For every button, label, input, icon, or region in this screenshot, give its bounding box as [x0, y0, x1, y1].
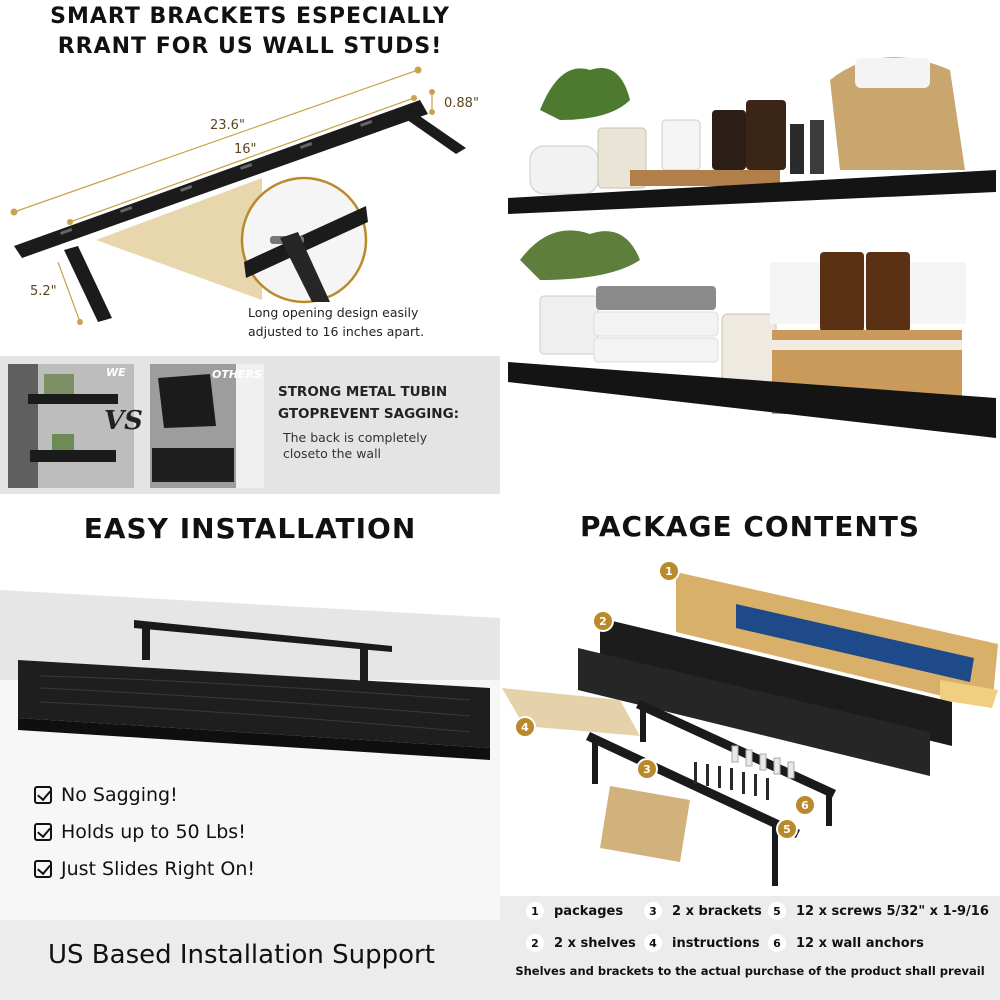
support-banner: US Based Installation Support — [0, 920, 500, 1000]
legend-number: 6 — [768, 934, 786, 952]
legend-item-shelves: 2 2 x shelves — [526, 934, 636, 952]
bracket-title-line1: SMART BRACKETS ESPECIALLY — [50, 4, 450, 29]
strong-line2: GTOPREVENT SAGGING: — [278, 406, 460, 422]
feature-holds-50: Holds up to 50 Lbs! — [34, 821, 246, 843]
back-line1: The back is completely — [283, 430, 428, 445]
feature-text: No Sagging! — [61, 784, 178, 806]
strong-line1: STRONG METAL TUBIN — [278, 384, 448, 400]
feature-text: Holds up to 50 Lbs! — [61, 821, 246, 843]
bracket-title-line2: RRANT FOR US WALL STUDS! — [57, 34, 443, 59]
support-text: US Based Installation Support — [48, 940, 435, 970]
back-description: The back is completely closeto the wall — [283, 430, 427, 462]
legend-item-packages: 1 packages — [526, 902, 623, 920]
comparison-panel: WE OTHERS VS — [0, 356, 500, 494]
dim-total-length: 23.6" — [210, 118, 245, 133]
slot-caption-line2: adjusted to 16 inches apart. — [248, 324, 425, 339]
legend-item-anchors: 6 12 x wall anchors — [768, 934, 924, 952]
installation-panel: EASY INSTALLATION No Sagging! Holds up t… — [0, 500, 500, 1000]
legend-text: 12 x screws 5/32" x 1-9/16 — [796, 903, 989, 919]
contents-legend: 1 packages 3 2 x brackets 5 12 x screws … — [500, 896, 1000, 1000]
comparison-photos — [8, 364, 264, 488]
package-illustration — [502, 572, 998, 886]
lifestyle-photo — [500, 0, 1000, 500]
disclaimer-note: Shelves and brackets to the actual purch… — [515, 964, 985, 978]
legend-item-screws: 5 12 x screws 5/32" x 1-9/16 — [768, 902, 989, 920]
checkbox-icon — [34, 786, 52, 804]
legend-text: 12 x wall anchors — [796, 935, 924, 951]
badge-4: 4 — [514, 716, 536, 738]
feature-text: Just Slides Right On! — [61, 858, 256, 880]
slot-caption-line1: Long opening design easily — [248, 305, 419, 320]
bracket-diagram — [10, 66, 466, 325]
badge-2: 2 — [592, 610, 614, 632]
dim-thickness: 0.88" — [444, 96, 479, 111]
dim-depth: 5.2" — [30, 284, 57, 299]
slot-caption: Long opening design easily adjusted to 1… — [248, 303, 424, 341]
shelves-photo-illustration — [508, 57, 996, 438]
legend-text: 2 x shelves — [554, 935, 636, 951]
vs-label: VS — [104, 406, 143, 436]
feature-slides-on: Just Slides Right On! — [34, 858, 255, 880]
strong-tubing-heading: STRONG METAL TUBIN GTOPREVENT SAGGING: — [278, 381, 459, 425]
badge-1: 1 — [658, 560, 680, 582]
legend-item-brackets: 3 2 x brackets — [644, 902, 762, 920]
legend-item-instructions: 4 instructions — [644, 934, 760, 952]
others-label: OTHERS — [212, 368, 262, 381]
legend-number: 2 — [526, 934, 544, 952]
package-contents-panel: PACKAGE CONTENTS 1 2 3 — [500, 500, 1000, 1000]
checkbox-icon — [34, 860, 52, 878]
installation-title: EASY INSTALLATION — [83, 512, 417, 545]
legend-number: 1 — [526, 902, 544, 920]
legend-number: 3 — [644, 902, 662, 920]
legend-number: 5 — [768, 902, 786, 920]
package-title: PACKAGE CONTENTS — [579, 510, 921, 543]
bracket-title: SMART BRACKETS ESPECIALLY RRANT FOR US W… — [0, 2, 500, 62]
we-label: WE — [106, 366, 126, 379]
installation-illustration — [0, 590, 500, 920]
back-line2: closeto the wall — [283, 446, 382, 461]
badge-6: 6 — [794, 794, 816, 816]
legend-number: 4 — [644, 934, 662, 952]
feature-no-sagging: No Sagging! — [34, 784, 178, 806]
dim-stud-spacing: 16" — [234, 142, 257, 157]
checkbox-icon — [34, 823, 52, 841]
badge-3: 3 — [636, 758, 658, 780]
legend-text: instructions — [672, 935, 760, 951]
legend-text: packages — [554, 903, 624, 919]
bracket-dimensions-panel: SMART BRACKETS ESPECIALLY RRANT FOR US W… — [0, 0, 500, 500]
legend-text: 2 x brackets — [672, 903, 762, 919]
badge-5: 5 — [776, 818, 798, 840]
